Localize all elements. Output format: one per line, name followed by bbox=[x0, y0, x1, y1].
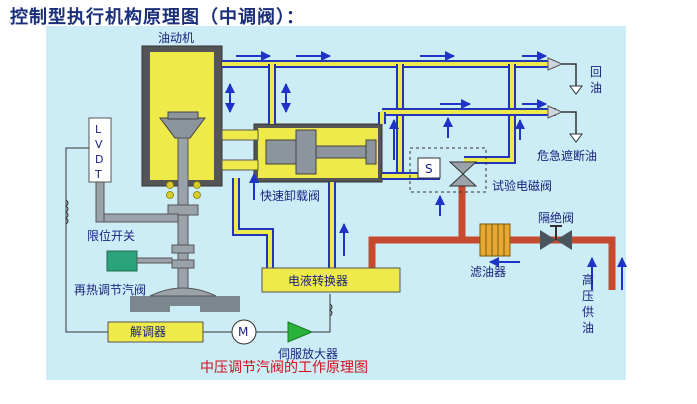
label-eh-converter: 电液转换器 bbox=[288, 273, 348, 288]
oil-passage bbox=[221, 159, 259, 171]
signal-wiring bbox=[65, 147, 333, 333]
label-hp-supply-oil: 压 bbox=[582, 289, 594, 303]
eh-converter bbox=[261, 267, 401, 293]
diagram-caption: 中压调节汽阀的工作原理图 bbox=[200, 360, 368, 376]
label-limit-switch: 限位开关 bbox=[87, 228, 135, 243]
test-solenoid-valve bbox=[409, 147, 487, 193]
quick-unload-valve bbox=[253, 123, 383, 183]
reheat-control-valve bbox=[130, 287, 240, 312]
label-motor: M bbox=[238, 325, 248, 339]
page-title: 控制型执行机构原理图（中调阀）： bbox=[10, 7, 305, 28]
label-return-oil: 油 bbox=[590, 81, 602, 95]
label-emergency-trip-oil: 危急遮断油 bbox=[537, 148, 597, 163]
limit-switch bbox=[106, 250, 173, 272]
label-reheat-valve: 再热调节汽阀 bbox=[74, 282, 146, 297]
label-oil-filter: 滤油器 bbox=[470, 265, 506, 279]
label-return-oil: 回 bbox=[590, 65, 602, 79]
isolation-valve bbox=[540, 225, 572, 250]
oil-filter bbox=[479, 223, 511, 257]
label-hp-supply-oil: 供 bbox=[582, 305, 594, 319]
oil-pipes bbox=[222, 60, 616, 290]
emergency-trip-check-valve bbox=[547, 105, 583, 143]
label-hp-supply-oil: 高 bbox=[582, 272, 594, 287]
return-check-valve bbox=[547, 57, 583, 95]
solenoid-symbol: S bbox=[425, 162, 433, 176]
lvdt-letter: D bbox=[95, 153, 103, 166]
label-test-solenoid-valve: 试验电磁阀 bbox=[492, 178, 552, 193]
demodulator bbox=[107, 321, 204, 343]
oil-passage bbox=[221, 129, 259, 141]
motor bbox=[231, 319, 257, 345]
lvdt-sensor bbox=[88, 117, 179, 223]
flow-arrows bbox=[225, 51, 627, 290]
label-quick-unload-valve: 快速卸载阀 bbox=[260, 188, 320, 203]
servo-amplifier bbox=[287, 321, 314, 343]
label-servo-amplifier: 伺服放大器 bbox=[278, 346, 338, 361]
oil-motor bbox=[141, 45, 223, 199]
lvdt-letter: V bbox=[95, 138, 103, 151]
label-isolation-valve: 隔绝阀 bbox=[538, 210, 574, 225]
label-demodulator: 解调器 bbox=[130, 325, 166, 339]
label-oil-motor: 油动机 bbox=[158, 31, 194, 45]
label-hp-supply-oil: 油 bbox=[582, 321, 594, 335]
lvdt-letter: T bbox=[94, 168, 102, 181]
lvdt-letter: L bbox=[95, 123, 102, 136]
